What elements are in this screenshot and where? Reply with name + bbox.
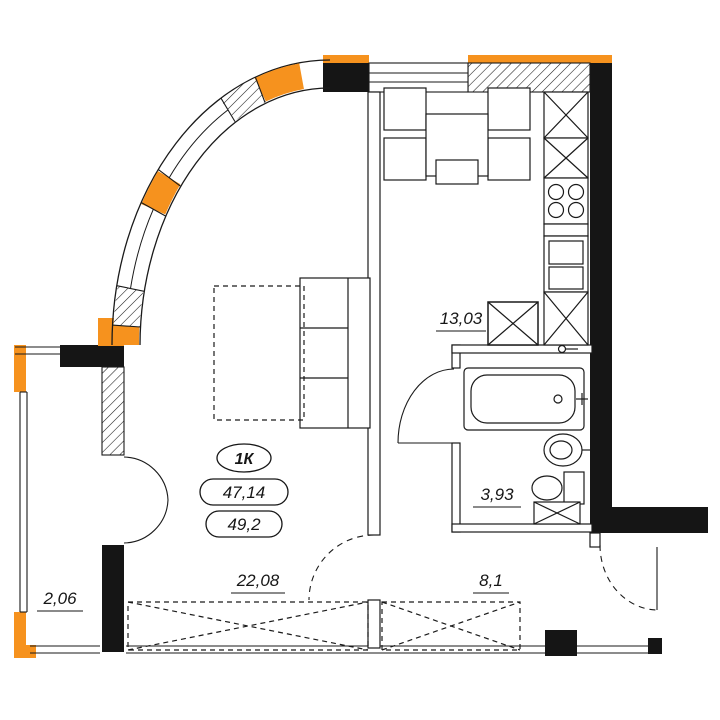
living-area-label: 22,08 (236, 571, 280, 590)
bathroom-door-arc (397, 368, 455, 444)
wall-bath-left-lower (451, 442, 461, 533)
washbasin-icon (543, 433, 590, 467)
kitchen-counter (543, 91, 589, 346)
walls-hatched (101, 62, 591, 456)
bathtub-icon (463, 367, 588, 431)
partitions (367, 91, 601, 649)
curved-wall-hatched-segment-2 (113, 286, 144, 327)
wall-bottom-right-bar (590, 507, 708, 533)
balcony-glazing-left (19, 391, 28, 613)
balcony-double-door (123, 456, 169, 544)
bed-dashed-outline (213, 285, 305, 421)
washing-machine-icon (533, 501, 581, 525)
wall-balcony-right-lower (102, 545, 124, 652)
kitchen-furniture (383, 87, 589, 346)
living-door-arc (308, 534, 375, 601)
wardrobe-dashed-right (381, 601, 521, 651)
wall-living-hall-lower (367, 599, 381, 649)
curved-wall-inner-line (139, 87, 331, 346)
curved-wall-outer-line (111, 59, 331, 346)
balcony-door-leaf-top-arc (123, 456, 169, 501)
curved-wall-ticks (112, 77, 266, 328)
kitchen-chair (487, 137, 531, 181)
living-furniture (127, 277, 521, 651)
walls-orange (14, 55, 612, 658)
orange-strip-top-left (323, 55, 369, 63)
badge-type-text: 1К (235, 451, 255, 468)
wall-balcony-top-bar (60, 345, 124, 367)
balcony-area-label: 2,06 (42, 589, 77, 608)
wall-block-kitchen-corner (323, 62, 369, 92)
balcony-door-leaf-bottom-arc (123, 499, 169, 544)
orange-strip-balcony-left-top (14, 345, 26, 392)
wall-bottom-block (545, 630, 577, 656)
curved-window-1 (168, 109, 229, 178)
stove-icon (543, 177, 589, 225)
curved-wall-orange-segment-2 (141, 171, 181, 215)
curved-window-2 (130, 209, 154, 289)
badge-living-area-outline (199, 478, 289, 506)
badge-living-area-text: 47,14 (223, 483, 266, 502)
curved-wall-hatched-segment-1 (220, 78, 267, 121)
sofa (299, 277, 371, 429)
balcony-glazing-bottom (30, 645, 100, 654)
summary-badges: 1К 47,14 49,2 (199, 443, 289, 538)
wardrobe-dashed-left (127, 601, 369, 651)
balcony-wall-top (15, 346, 60, 355)
vent-shaft (487, 301, 539, 346)
wall-bottom-right-stub (648, 638, 662, 654)
hallway-area-label: 8,1 (479, 571, 503, 590)
counter-unit (543, 223, 589, 237)
wall-bath-bottom (451, 523, 593, 533)
badge-total-area-outline (205, 510, 283, 538)
hatched-wall-balcony-right-upper (101, 366, 125, 456)
bathroom-area-label: 3,93 (480, 485, 514, 504)
bathroom-door (397, 368, 455, 444)
kitchen-area-label: 13,03 (440, 309, 483, 328)
kitchen-chair (487, 87, 531, 131)
sink-basin (548, 266, 584, 290)
kitchen-chair (383, 137, 427, 181)
wall-right (590, 62, 612, 507)
room-labels: 13,03 22,08 8,1 3,93 2,06 (37, 309, 521, 612)
entry-door-arc (599, 544, 659, 611)
curved-wall-orange-segment-3 (113, 325, 140, 346)
badge-type-outline (216, 443, 272, 473)
wall-entry-stub (589, 532, 601, 548)
sink-basin (548, 240, 584, 265)
kitchen-chair (383, 87, 427, 131)
curved-wall (111, 59, 331, 346)
entry-door (599, 544, 659, 611)
hatched-wall-top (467, 62, 591, 93)
orange-corner-balcony (14, 645, 36, 658)
badge-total-area-text: 49,2 (227, 515, 261, 534)
living-window-bottom (126, 645, 545, 654)
bathroom-fixtures (463, 344, 590, 525)
hall-window-bottom (577, 645, 650, 654)
orange-strip-top-right (468, 55, 612, 63)
curved-wall-orange-segment-1 (254, 63, 305, 102)
toilet-icon (531, 471, 585, 505)
wall-tap-icon (557, 344, 578, 354)
kitchen-stool (435, 159, 479, 185)
doors (123, 368, 659, 611)
walls-black (60, 62, 708, 656)
